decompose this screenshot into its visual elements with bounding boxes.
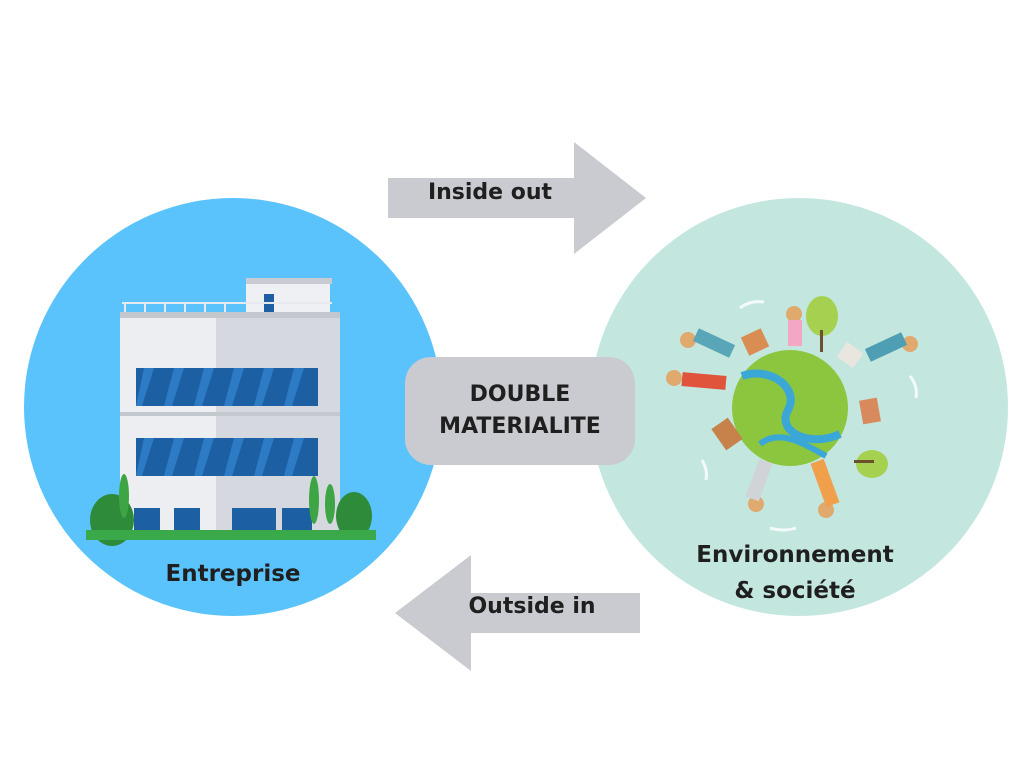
arrow-outside-in-label: Outside in <box>468 594 596 619</box>
double-materialite-box: DOUBLE MATERIALITE <box>405 357 635 465</box>
arrow-outside-in <box>395 555 640 671</box>
entreprise-label: Entreprise <box>165 561 301 587</box>
environnement-node <box>590 198 1008 616</box>
office-building-icon <box>86 278 376 546</box>
arrow-inside-out-label: Inside out <box>427 180 553 205</box>
environnement-label: Environnement & société <box>696 542 894 604</box>
entreprise-node <box>24 198 442 616</box>
arrow-inside-out <box>388 142 646 254</box>
earth-globe-people-icon <box>666 296 918 532</box>
double-materialite-label: DOUBLE MATERIALITE <box>439 382 601 439</box>
